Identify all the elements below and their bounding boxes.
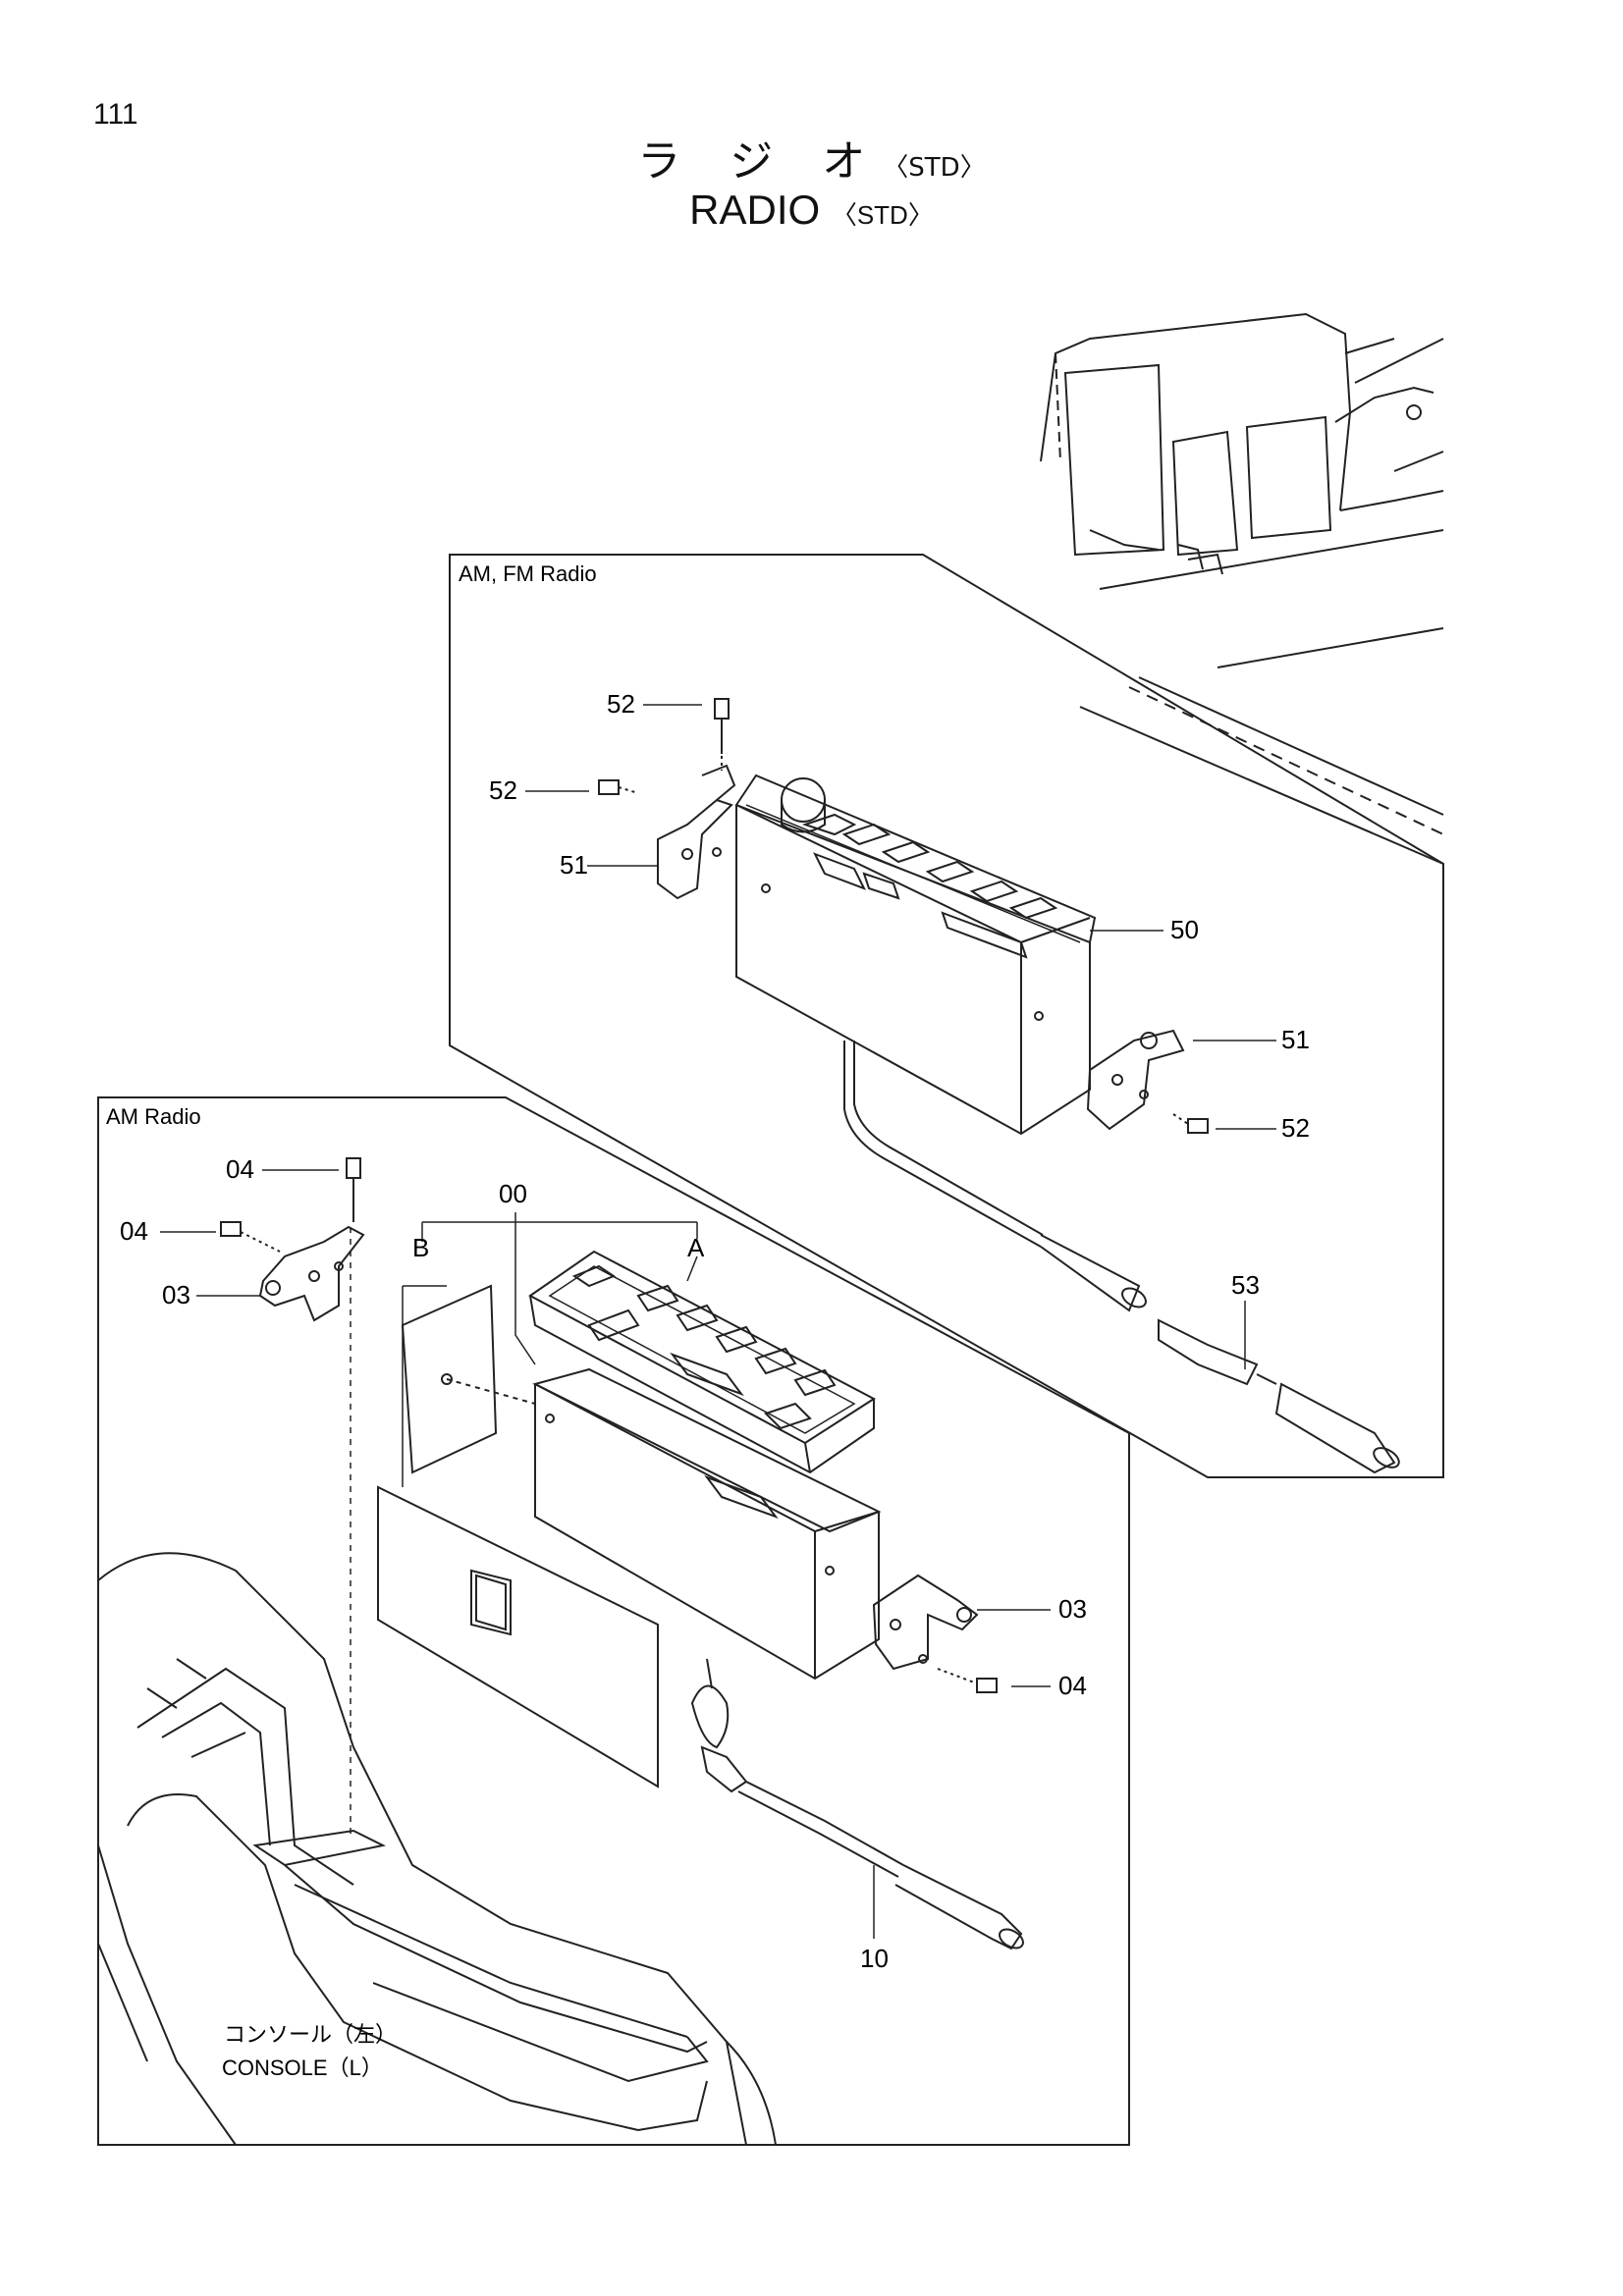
am-radio-body	[532, 1367, 882, 1681]
title-variant-jp: 〈STD〉	[883, 153, 986, 183]
console-label-english: CONSOLE（L）	[222, 2056, 383, 2080]
am-callout-label: 10	[860, 1944, 889, 1973]
am-radio-faceplate	[528, 1250, 876, 1474]
title-variant-en: 〈STD〉	[831, 200, 934, 230]
am-screw-left	[220, 1221, 281, 1253]
am-screw-top	[346, 1157, 361, 1836]
fm-bracket-bottom	[1086, 1029, 1185, 1131]
fm-radio-unit	[734, 774, 1097, 1136]
fm-callout-label: 51	[560, 850, 588, 880]
am-callout-label: A	[687, 1233, 705, 1262]
fm-screw-top	[714, 698, 730, 771]
am-panel-label: AM Radio	[106, 1104, 201, 1129]
am-bracket-right	[872, 1574, 979, 1671]
am-bracket-left	[258, 1225, 365, 1322]
am-callout-label: B	[412, 1233, 429, 1262]
am-screw-right	[937, 1668, 998, 1693]
am-panel-outline	[97, 1096, 1130, 2146]
am-antenna-cable	[690, 1658, 1024, 1950]
cab-illustration	[1040, 312, 1444, 865]
am-callout-label: 03	[1058, 1594, 1087, 1624]
fm-callout-label: 50	[1170, 915, 1199, 944]
fm-panel-outline	[449, 554, 1444, 1478]
am-callout-label: 03	[162, 1280, 190, 1309]
page-title-japanese: ラ ジ オ〈STD〉	[0, 126, 1623, 188]
title-english-text: RADIO	[689, 187, 821, 233]
page-title-english: RADIO 〈STD〉	[0, 187, 1623, 234]
fm-callout-label: 53	[1231, 1270, 1260, 1300]
fm-screw-right	[1172, 1113, 1209, 1134]
fm-callout-label: 52	[489, 775, 517, 805]
title-japanese-text: ラ ジ オ	[637, 136, 884, 187]
am-callout-label: 04	[1058, 1671, 1087, 1700]
am-console-panel	[377, 1485, 659, 1789]
fm-antenna-cable	[843, 1041, 1400, 1474]
am-callout-label: 04	[120, 1216, 148, 1246]
console-left-illustration	[97, 1552, 777, 2146]
fm-leader-lines	[525, 704, 1276, 1369]
am-plate-b	[401, 1284, 536, 1474]
fm-callout-label: 52	[607, 689, 635, 719]
fm-callout-label: 51	[1281, 1025, 1310, 1054]
console-label-japanese: コンソール（左）	[224, 2022, 397, 2047]
fm-callout-label: 52	[1281, 1113, 1310, 1143]
fm-bracket-top	[657, 764, 736, 900]
am-callout-label: 00	[499, 1179, 527, 1208]
fm-panel-label: AM, FM Radio	[459, 561, 597, 586]
am-leader-lines	[160, 1169, 1051, 1939]
am-callout-label: 04	[226, 1154, 254, 1184]
fm-screw-left	[598, 779, 639, 795]
page-number: 111	[93, 98, 138, 131]
